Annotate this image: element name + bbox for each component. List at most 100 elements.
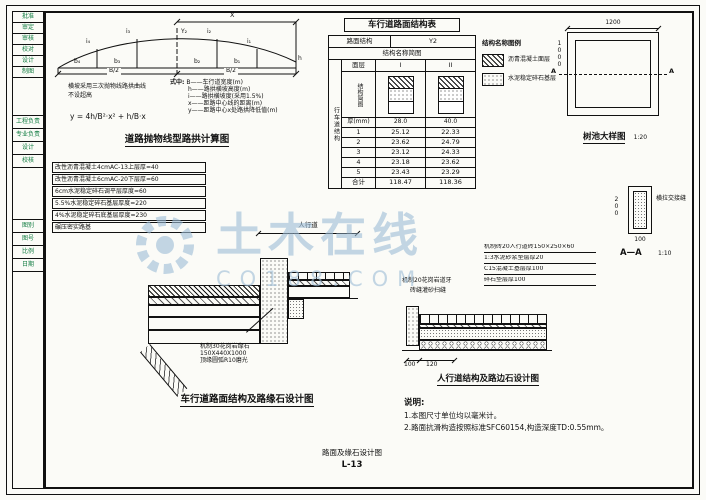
table-col-label: 面层 <box>342 60 376 71</box>
crown-note-2: 不设超高 <box>68 92 93 99</box>
tree-pit-title: 树池大样图 1:20 <box>582 132 648 144</box>
crown-note-1: 横坡采用三次抛物线路拱曲线 <box>68 83 147 90</box>
titleblock-cell: 图别 <box>13 220 43 233</box>
carriageway-section: 人行道 机制30花岗岩缘石 150X440X1000 顶缘圆弧R10磨光 车行道… <box>128 221 366 416</box>
layer-note: 4%水泥稳定碎石底基层厚度=230 <box>52 210 206 221</box>
legend-line: B——车行道宽度(m) <box>186 79 243 86</box>
gravel-cushion <box>419 340 547 350</box>
titleblock-cell: 日期 <box>13 259 43 272</box>
note-item: 1.本图尺寸单位均以毫米计。 <box>404 411 502 421</box>
slope-label: i₁ <box>247 38 252 45</box>
section-cut-line <box>559 74 667 75</box>
table-subheader: 结构名称简图 <box>382 48 422 57</box>
titleblock-cell: 批准 <box>13 12 43 23</box>
layer-note: 改性沥青混凝土6cmAC-20下层厚=60 <box>52 174 206 185</box>
table-diagram-label: 结构简图 <box>342 72 376 117</box>
dim-line <box>567 28 659 29</box>
dim-line <box>258 233 358 234</box>
slope-label: i₃ <box>126 28 131 35</box>
segment-label: b₂ <box>194 58 201 65</box>
layer-note: 改性沥青混凝土4cmAC-13上层厚=40 <box>52 162 206 173</box>
table-row: 4 23.18 23.62 <box>342 158 475 168</box>
carriageway-section-title: 车行道路面结构及路缘石设计图 <box>180 394 314 407</box>
sheet-number: L-13 <box>341 460 363 471</box>
legend-intro: 式中: <box>170 79 185 86</box>
titleblock-spacer <box>13 78 43 116</box>
sidewalk-drawing <box>402 304 566 354</box>
base-layer <box>148 317 260 330</box>
sidewalk-dim-2: 120 <box>426 361 438 368</box>
tree-pit-dim-side: 1000 <box>555 40 563 68</box>
asphalt-binder-layer <box>148 297 260 305</box>
legend-line: i——路拱横坡度(采用1.5%) <box>188 92 264 100</box>
crown-legend: 式中: B——车行道宽度(m) h——路拱横坡高度(m) i——路拱横坡度(采用… <box>170 79 308 114</box>
table-total-row: 合计 118.47 118.36 <box>342 178 475 188</box>
titleblock-cell: 制图 <box>13 67 43 78</box>
segment-label: b₁ <box>234 58 241 65</box>
aa-dim-bottom: 100 <box>634 236 646 243</box>
dim-tick <box>451 357 458 364</box>
titleblock-cell: 设计 <box>13 142 43 155</box>
hatch-legend: 结构名称图例 沥青混凝土面层 水泥稳定碎石基层 <box>482 39 574 86</box>
notes-title: 说明: <box>404 398 425 408</box>
thickness-label: 厚(mm) <box>342 118 376 127</box>
hatch-legend-label: 沥青混凝土面层 <box>508 55 551 63</box>
structure-diagram-2 <box>426 72 475 117</box>
sidewalk-layer-notes: 机制砖20人行道砖150×250×60 1:3水泥砂浆垫层厚20 C15混凝土基… <box>484 244 596 288</box>
sidewalk-note-top-2: 砖缝灌砂扫缝 <box>410 287 447 294</box>
legend-line: h——路拱横坡高度(m) <box>188 85 251 93</box>
legend-line: x——距路中心线的距离(m) <box>188 99 263 107</box>
section-marker-a-right: A <box>669 67 675 75</box>
titleblock-cell: 专业负责 <box>13 129 43 142</box>
left-title-block: 批准 审定 审核 校对 设计 制图 工程负责 专业负责 设计 校核 图别 图号 … <box>12 11 44 489</box>
edge-curb <box>406 306 419 346</box>
crown-diagram-title: 道路抛物线型路拱计算图 <box>124 134 230 147</box>
table-header-left: 路面结构 <box>329 36 391 47</box>
sidewalk-layer-note: C15混凝土基层厚100 <box>484 266 596 275</box>
half-width-label: B/2 <box>107 67 121 75</box>
sidewalk-layer-note: 碎石垫层厚100 <box>484 277 596 286</box>
sidewalk-layer-note: 1:3水泥砂浆垫层厚20 <box>484 255 596 264</box>
section-marker-a-left: A <box>551 67 557 75</box>
layer-note: 碾压密实路基 <box>52 222 206 233</box>
ground-line <box>402 350 552 351</box>
table-col-1: I <box>376 60 426 71</box>
table-row: 2 23.62 24.79 <box>342 138 475 148</box>
titleblock-cell: 图号 <box>13 233 43 246</box>
sidewalk-layer-note: 机制砖20人行道砖150×250×60 <box>484 244 596 253</box>
sheet-label-block: 路面及缘石设计图 L-13 <box>262 448 442 471</box>
segment-label: b₄ <box>74 58 81 65</box>
sidewalk-section-title: 人行道结构及路边石设计图 <box>436 374 539 386</box>
sidewalk-pavers <box>288 272 350 280</box>
leveling-layer <box>148 305 260 317</box>
asphalt-hatch-swatch <box>482 53 504 67</box>
aa-label: A—A <box>620 248 642 258</box>
pavement-table: 路面结构 Y2 结构名称简图 行车道结构 面层 I II 结构简图 <box>328 35 476 189</box>
subgrade-slope <box>140 344 188 397</box>
titleblock-cell: 工程负责 <box>13 116 43 129</box>
titleblock-cell: 审核 <box>13 34 43 45</box>
slope-label: i₂ <box>207 28 212 35</box>
notes-block: 说明: 1.本图尺寸单位均以毫米计。 2.路面抗滑构造按照标准SFC60154,… <box>404 398 686 432</box>
aa-dim-side: 200 <box>612 196 620 217</box>
dim-tick <box>354 230 361 237</box>
crown-curve-drawing <box>54 18 300 78</box>
table-row: 5 23.43 23.29 <box>342 168 475 178</box>
dim-y-label: Y₂ <box>181 28 188 35</box>
tree-pit-detail: 1200 A A 1000 树池大样图 1:20 <box>551 19 679 150</box>
crown-curve-diagram: X Y₂ i₄ i₃ i₂ i₁ b₄ b₃ b₂ b₁ h B/2 B/2 横… <box>52 11 308 158</box>
hatch-legend-item: 水泥稳定碎石基层 <box>482 72 574 86</box>
drawing-frame <box>44 11 694 489</box>
sheet-label: 路面及缘石设计图 <box>322 448 382 457</box>
thickness-1: 28.0 <box>376 118 426 127</box>
hatch-legend-item: 沥青混凝土面层 <box>482 53 574 67</box>
table-side-label: 行车道结构 <box>329 60 342 188</box>
concrete-base <box>419 328 547 340</box>
mortar-bed <box>288 280 350 286</box>
titleblock-cell: 校核 <box>13 155 43 168</box>
structure-diagram-1 <box>376 72 426 117</box>
sidewalk-base <box>288 286 350 298</box>
curb-backing <box>288 299 304 319</box>
aa-scale: 1:10 <box>658 250 672 257</box>
